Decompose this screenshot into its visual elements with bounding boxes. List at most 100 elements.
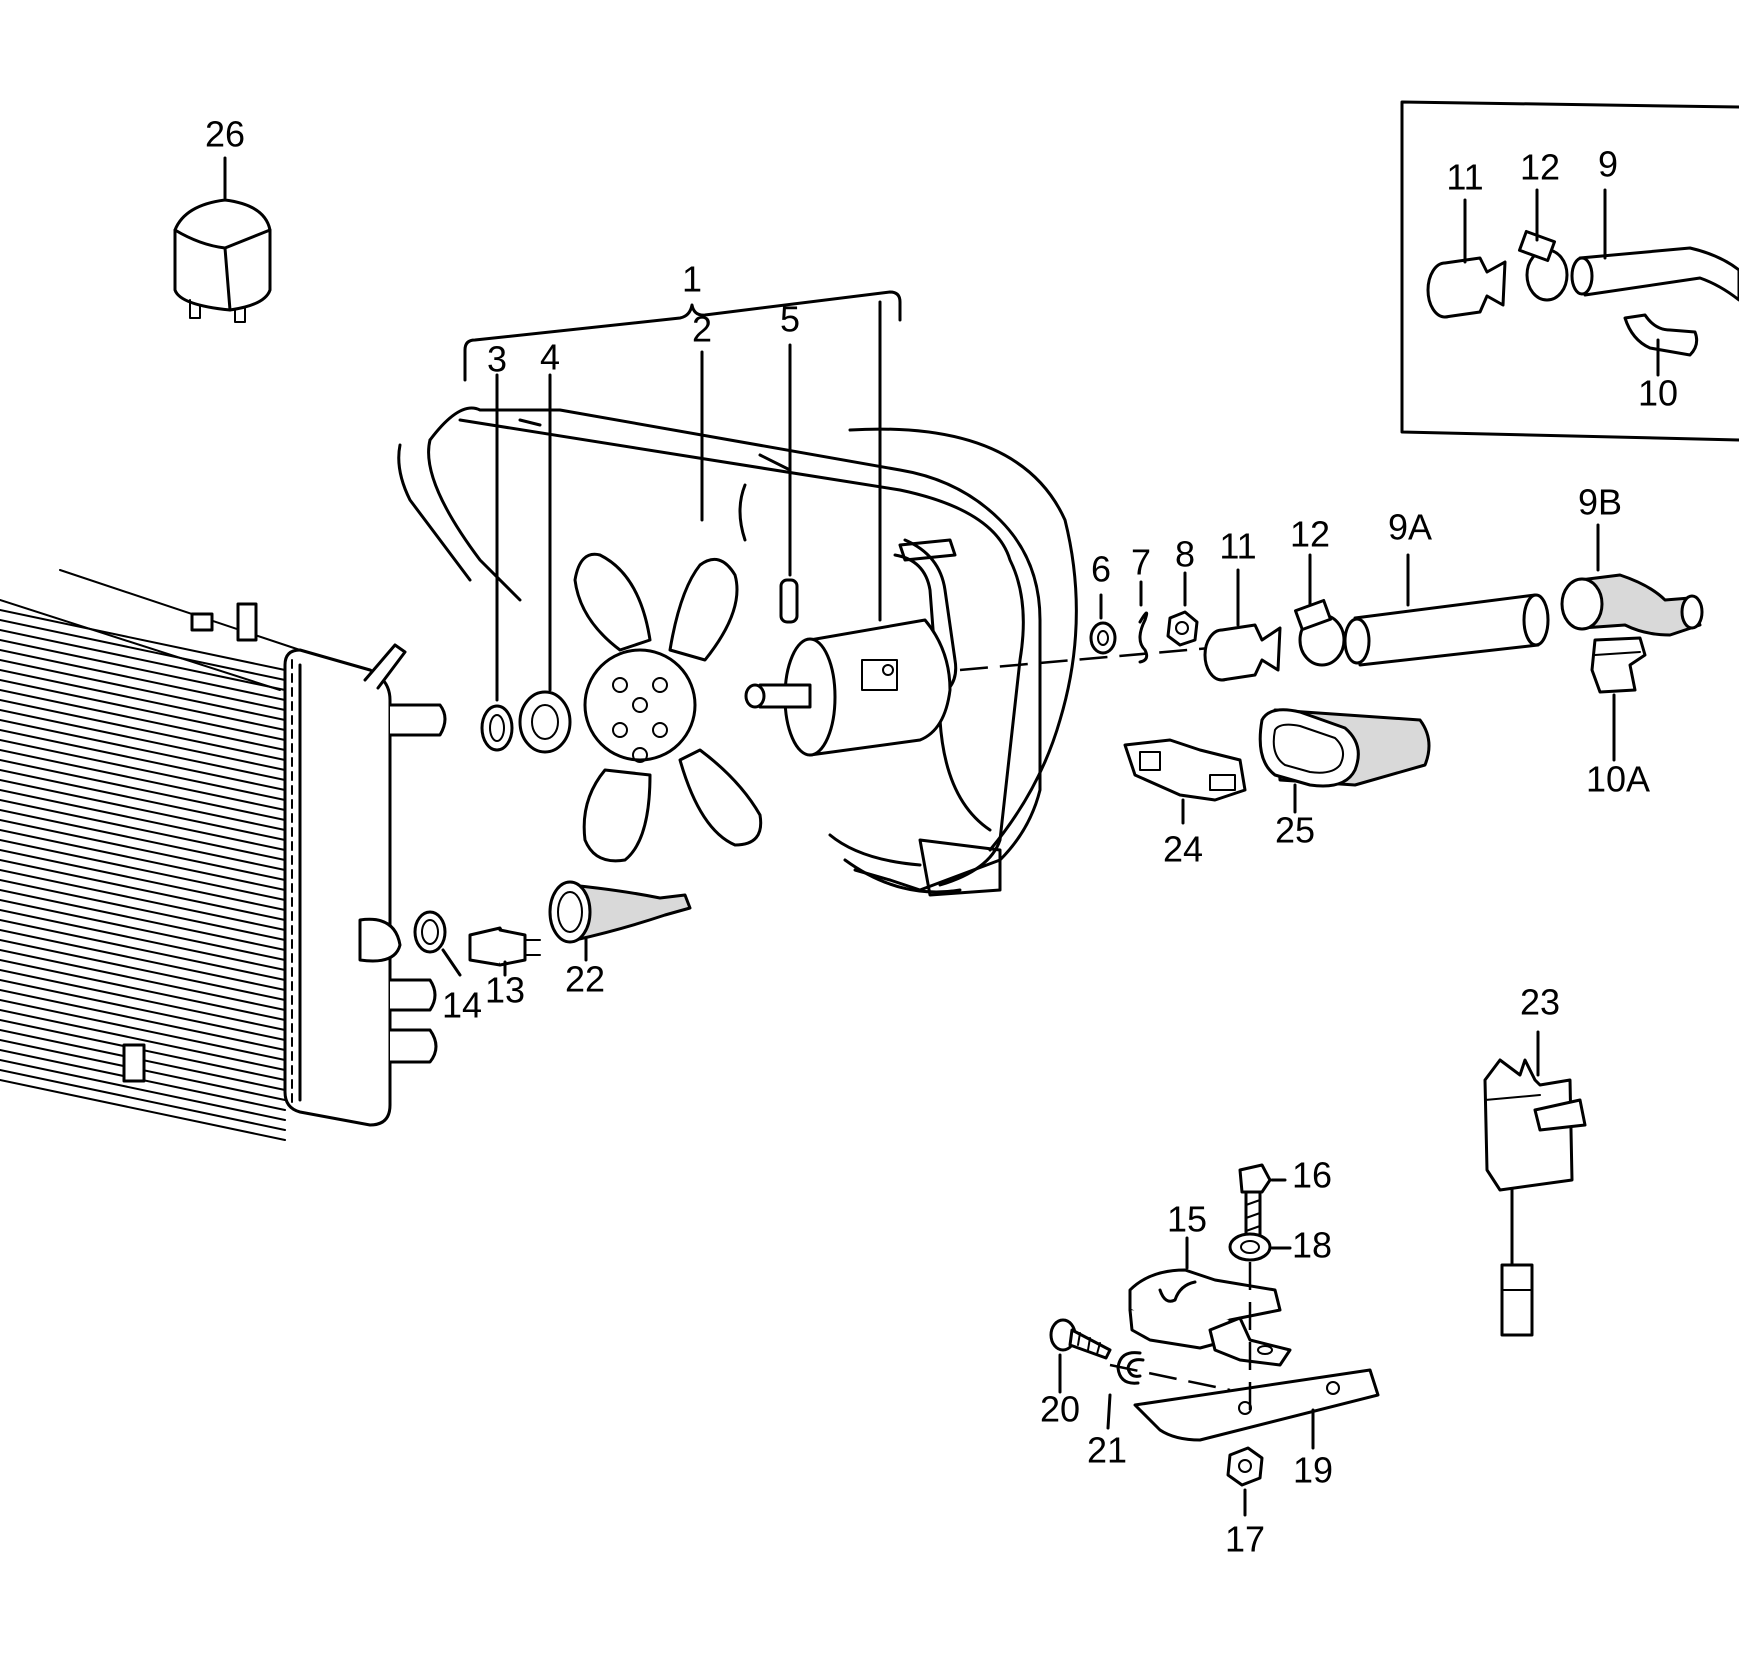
radiator-fin-line	[0, 639, 286, 701]
callout-9B: 9B	[1578, 482, 1622, 523]
radiator-fin-line	[0, 659, 286, 721]
radiator-fin-line	[0, 769, 286, 831]
radiator-fin-line	[0, 939, 286, 1001]
callout-2: 2	[692, 309, 712, 350]
hose-9A	[1343, 593, 1550, 667]
radiator-fin-line	[0, 889, 286, 951]
callout-12: 12	[1290, 514, 1330, 555]
radiator-fin-line	[0, 929, 286, 991]
radiator-fin-line	[0, 809, 286, 871]
callout-11-inset: 11	[1446, 157, 1483, 198]
hose-9B	[1560, 573, 1704, 637]
callout-12-inset: 12	[1520, 147, 1560, 188]
leader-lines	[223, 156, 1660, 1517]
callout-18: 18	[1292, 1225, 1332, 1266]
callout-22: 22	[565, 959, 605, 1000]
callout-5: 5	[780, 299, 800, 340]
callout-11: 11	[1219, 526, 1256, 567]
radiator-fin-line	[0, 679, 286, 741]
radiator-fin-line	[0, 819, 286, 881]
callout-20: 20	[1040, 1389, 1080, 1430]
radiator-fin-line	[0, 1069, 286, 1131]
callout-13: 13	[485, 970, 525, 1011]
hose-clamp-12	[1293, 598, 1346, 667]
radiator-fin-line	[0, 619, 286, 681]
radiator-fin-line	[0, 1059, 286, 1121]
radiator-fin-line	[0, 699, 286, 761]
boot-22	[548, 880, 692, 944]
radiator-fin-line	[0, 999, 286, 1061]
temperature-switch-23	[1483, 1058, 1587, 1337]
radiator-fin-line	[0, 799, 286, 861]
radiator-fin-line	[0, 989, 286, 1051]
inset-box	[1400, 100, 1739, 442]
callout-9: 9	[1598, 144, 1618, 185]
callout-6: 6	[1091, 549, 1111, 590]
radiator-fin-line	[0, 1079, 286, 1141]
radiator-fin-line	[0, 919, 286, 981]
seal-ring-14	[413, 910, 447, 954]
radiator-fin-line	[0, 789, 286, 851]
radiator-fin-line	[0, 899, 286, 961]
radiator-fin-line	[0, 739, 286, 801]
inset-clip-10	[1623, 313, 1699, 357]
callout-21: 21	[1087, 1430, 1127, 1471]
callout-4: 4	[540, 337, 560, 378]
fan-motor	[744, 578, 952, 757]
radiator-fin-line	[0, 779, 286, 841]
radiator-fin-line	[0, 649, 286, 711]
radiator-fin-line	[0, 729, 286, 791]
connector-housing-24	[1123, 738, 1247, 802]
nut-4	[518, 690, 572, 754]
callout-16: 16	[1292, 1155, 1332, 1196]
grommet-25	[1258, 708, 1431, 788]
radiator-fin-line	[0, 609, 286, 671]
callout-8: 8	[1175, 534, 1195, 575]
axis-line	[959, 646, 1211, 672]
inset-connector-11	[1426, 256, 1507, 319]
radiator-fin-line	[0, 1009, 286, 1071]
callout-labels: 1 2 3 4 5 6 7 8 11 12 9A 9B 10A 24 25 13…	[205, 114, 1678, 1560]
callout-15: 15	[1167, 1199, 1207, 1240]
radiator-fin-line	[0, 709, 286, 771]
callout-26: 26	[205, 114, 245, 155]
callout-10A: 10A	[1586, 759, 1650, 800]
radiator-fin-line	[0, 979, 286, 1041]
radiator-fin-line	[0, 959, 286, 1021]
radiator-fin-line	[0, 859, 286, 921]
radiator-fin-line	[0, 669, 286, 731]
radiator-fin-line	[0, 629, 286, 691]
radiator-fin-line	[0, 909, 286, 971]
callout-1: 1	[682, 259, 702, 300]
callout-7: 7	[1131, 542, 1151, 583]
radiator-fin-line	[0, 849, 286, 911]
radiator	[0, 569, 447, 1141]
inset-hose-clamp-12	[1517, 229, 1569, 302]
callout-14: 14	[442, 985, 482, 1026]
callout-17: 17	[1225, 1519, 1265, 1560]
callout-9A: 9A	[1388, 507, 1432, 548]
radiator-fin-line	[0, 949, 286, 1011]
radiator-fin-line	[0, 719, 286, 781]
radiator-fin-line	[0, 879, 286, 941]
callout-10: 10	[1638, 373, 1678, 414]
spring-clip-7	[1138, 611, 1149, 664]
callout-3: 3	[487, 339, 507, 380]
radiator-fin-line	[0, 969, 286, 1031]
radiator-fin-line	[0, 839, 286, 901]
relay-26	[173, 198, 272, 323]
callout-19: 19	[1293, 1450, 1333, 1491]
fan-blade	[573, 552, 763, 863]
callout-25: 25	[1275, 810, 1315, 851]
radiator-fin-line	[0, 869, 286, 931]
callout-23: 23	[1520, 982, 1560, 1023]
inset-hose-9	[1570, 246, 1739, 302]
washer-3	[480, 704, 514, 752]
radiator-fin-line	[0, 749, 286, 811]
fan-shroud	[397, 406, 1078, 897]
radiator-fin-line	[0, 689, 286, 751]
nut-8	[1166, 610, 1199, 647]
sensor-13	[468, 926, 541, 967]
